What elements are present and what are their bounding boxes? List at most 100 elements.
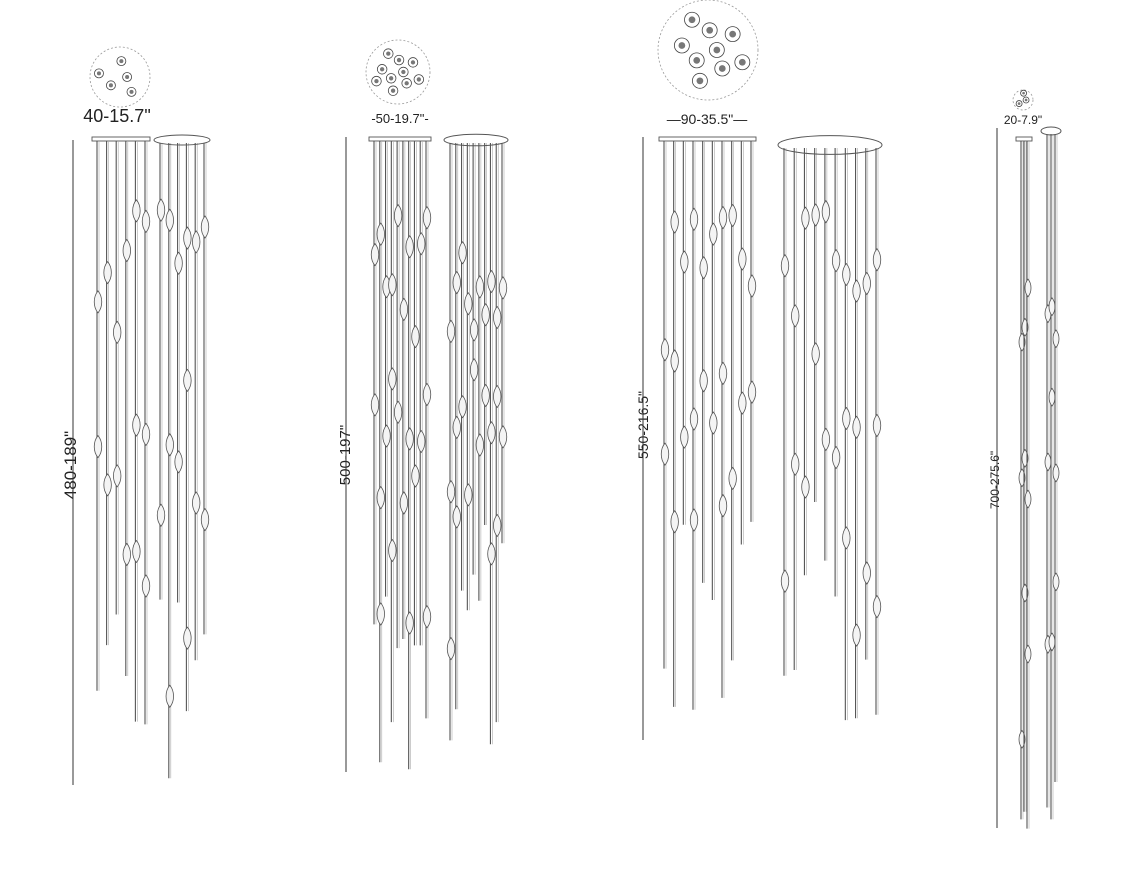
- pendant-droplet: [183, 226, 192, 250]
- pendant-droplet: [493, 305, 502, 330]
- pendant-droplet: [811, 342, 820, 366]
- pendant-droplet: [446, 637, 456, 661]
- pendant-droplet: [660, 338, 670, 362]
- pendant-droplet: [780, 254, 790, 278]
- pendant-mount-dot: [388, 76, 394, 81]
- pendant-droplet: [872, 248, 882, 272]
- pendant-droplet: [399, 491, 409, 515]
- pendant-droplet: [93, 435, 103, 459]
- pendant-droplet: [156, 198, 166, 222]
- pendant-droplet: [487, 542, 496, 566]
- pendant-mount-dot: [410, 60, 416, 65]
- pendant-droplet: [183, 626, 192, 650]
- pendant-droplet: [388, 538, 397, 563]
- pendant-droplet: [165, 433, 174, 457]
- pendant-mount-dot: [119, 59, 124, 64]
- ceiling-plan-outline: [1012, 89, 1034, 111]
- width-label: -50-19.7"-: [371, 111, 428, 126]
- pendant-droplet: [801, 206, 810, 230]
- canopy-front: [91, 136, 151, 142]
- pendant-droplet: [393, 204, 403, 228]
- pendant-droplet: [141, 422, 151, 446]
- pendant-droplet: [498, 425, 508, 449]
- pendant-droplet: [689, 207, 699, 231]
- pendant-droplet: [382, 424, 391, 448]
- pendant-droplet: [718, 494, 728, 518]
- pendant-droplet: [821, 427, 831, 451]
- width-label: 20-7.9": [1004, 113, 1042, 127]
- canopy-front: [1015, 136, 1033, 142]
- pendant-droplet: [493, 384, 502, 409]
- pendant-droplet: [709, 222, 718, 246]
- pendant-droplet: [458, 241, 467, 265]
- pendant-droplet: [422, 605, 432, 629]
- pendant-droplet: [791, 304, 800, 328]
- pendant-droplet: [464, 292, 473, 316]
- pendant-droplet: [405, 427, 414, 451]
- pendant-droplet: [791, 452, 800, 476]
- pendant-droplet: [475, 433, 485, 457]
- pendant-droplet: [747, 274, 757, 298]
- pendant-droplet: [831, 248, 841, 273]
- pendant-droplet: [452, 270, 461, 295]
- pendant-droplet: [452, 505, 461, 529]
- pendant-droplet: [842, 262, 851, 287]
- ceiling-plan-outline: [365, 39, 431, 105]
- pendant-droplet: [122, 542, 131, 567]
- pendant-mount-dot: [129, 89, 134, 94]
- height-label: 700-275.6": [988, 451, 1002, 509]
- pendant-droplet: [475, 275, 485, 299]
- pendant-mount-dot: [718, 65, 726, 72]
- pendant-droplet: [165, 208, 174, 232]
- pendant-droplet: [446, 480, 456, 504]
- pendant-droplet: [469, 358, 479, 382]
- canopy-side: [777, 135, 883, 155]
- pendant-droplet: [405, 235, 414, 259]
- chandelier-3: —90-35.5"— 550-216.5": [635, 0, 883, 740]
- pendant-droplet: [417, 429, 426, 454]
- pendant-droplet: [183, 368, 192, 392]
- pendant-droplet: [393, 400, 403, 424]
- pendant-mount-dot: [738, 58, 746, 66]
- pendant-droplet: [699, 256, 708, 280]
- pendant-mount-dot: [693, 56, 701, 64]
- pendant-droplet: [852, 279, 861, 303]
- pendant-mount-dot: [1017, 102, 1021, 105]
- pendant-droplet: [481, 303, 490, 327]
- pendant-droplet: [852, 415, 861, 439]
- pendant-mount-dot: [678, 42, 686, 49]
- pendant-mount-dot: [416, 77, 422, 82]
- pendant-droplet: [388, 273, 397, 297]
- ceiling-plan-outline: [89, 46, 151, 108]
- pendant-droplet: [141, 209, 151, 233]
- pendant-droplet: [165, 684, 174, 708]
- width-label: —90-35.5"—: [667, 111, 747, 127]
- pendant-droplet: [872, 595, 882, 619]
- canopy-side: [443, 133, 509, 147]
- pendant-mount-dot: [706, 26, 714, 34]
- pendant-droplet: [801, 475, 810, 499]
- pendant-droplet: [1044, 452, 1052, 472]
- canopy-front: [658, 136, 757, 142]
- pendant-droplet: [680, 425, 689, 449]
- pendant-droplet: [388, 367, 397, 391]
- pendant-droplet: [718, 361, 728, 385]
- pendant-droplet: [670, 349, 679, 373]
- pendant-droplet: [458, 395, 467, 419]
- pendant-droplet: [660, 442, 670, 466]
- pendant-droplet: [780, 569, 790, 593]
- pendant-droplet: [842, 526, 851, 550]
- pendant-droplet: [370, 243, 380, 267]
- pendant-droplet: [1052, 329, 1060, 349]
- height-label: 480-189": [61, 431, 80, 499]
- pendant-droplet: [93, 290, 103, 314]
- pendant-droplet: [738, 391, 747, 415]
- pendant-droplet: [493, 513, 502, 538]
- pendant-droplet: [670, 510, 679, 534]
- pendant-droplet: [446, 319, 456, 344]
- pendant-droplet: [405, 611, 414, 635]
- pendant-droplet: [464, 483, 473, 507]
- pendant-droplet: [1052, 572, 1060, 592]
- pendant-mount-dot: [696, 77, 704, 85]
- pendant-droplet: [709, 411, 718, 435]
